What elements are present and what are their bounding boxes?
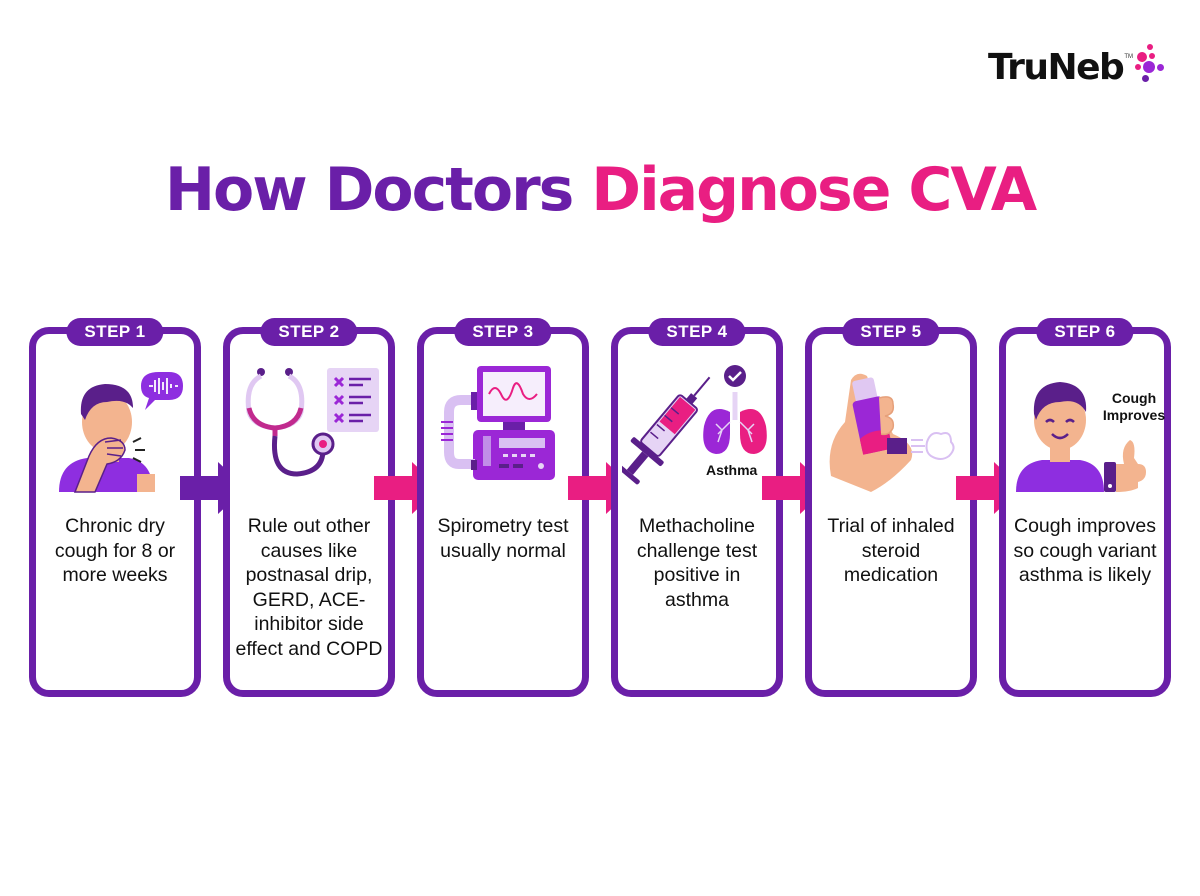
title-part-1: How Doctors (164, 155, 575, 225)
coughing-person-icon (36, 364, 194, 494)
step-badge: STEP 1 (66, 318, 164, 346)
step-badge: STEP 4 (648, 318, 746, 346)
logo-dots-icon (1134, 44, 1165, 84)
step-card-2: STEP 2 Rule out other causes like postna… (223, 318, 395, 697)
truneb-logo: TruNeb TM (988, 44, 1165, 92)
step-badge: STEP 3 (454, 318, 552, 346)
step-description: Rule out other causes like postnasal dri… (235, 515, 383, 660)
logo-trademark: TM (1124, 54, 1133, 60)
step-description: Cough improves so cough variant asthma i… (1013, 515, 1157, 586)
step-description: Spirometry test usually normal (437, 515, 569, 562)
step-badge: STEP 2 (260, 318, 358, 346)
step-card-1: STEP 1 Chronic dry cough for 8 or more w… (29, 318, 201, 697)
step-badge: STEP 5 (842, 318, 940, 346)
syringe-lungs-icon (618, 364, 776, 494)
step-card-6: STEP 6 Cough Improves Cough improves so … (999, 318, 1171, 697)
step-description: Trial of inhaled steroid medication (827, 515, 955, 586)
stethoscope-checklist-icon (230, 364, 388, 494)
page-title: How Doctors Diagnose CVA (0, 150, 1200, 230)
title-part-2: Diagnose CVA (591, 155, 1037, 225)
logo-text: TruNeb (988, 47, 1125, 88)
happy-person-thumbs-up-icon (1006, 364, 1164, 494)
spirometer-icon (424, 364, 582, 494)
step-description: Chronic dry cough for 8 or more weeks (54, 515, 176, 586)
illustration-label: Cough Improves (1102, 390, 1166, 423)
step-description: Methacholine challenge test positive in … (636, 515, 758, 611)
step-card-4: STEP 4 Asthma Methacholine challenge tes… (611, 318, 783, 697)
step-badge: STEP 6 (1036, 318, 1134, 346)
step-card-3: STEP 3 Spirometry test usually normal (417, 318, 589, 697)
illustration-label: Asthma (706, 462, 758, 478)
inhaler-hand-icon (812, 364, 970, 494)
step-card-5: STEP 5 Trial of inhaled steroid medicati… (805, 318, 977, 697)
